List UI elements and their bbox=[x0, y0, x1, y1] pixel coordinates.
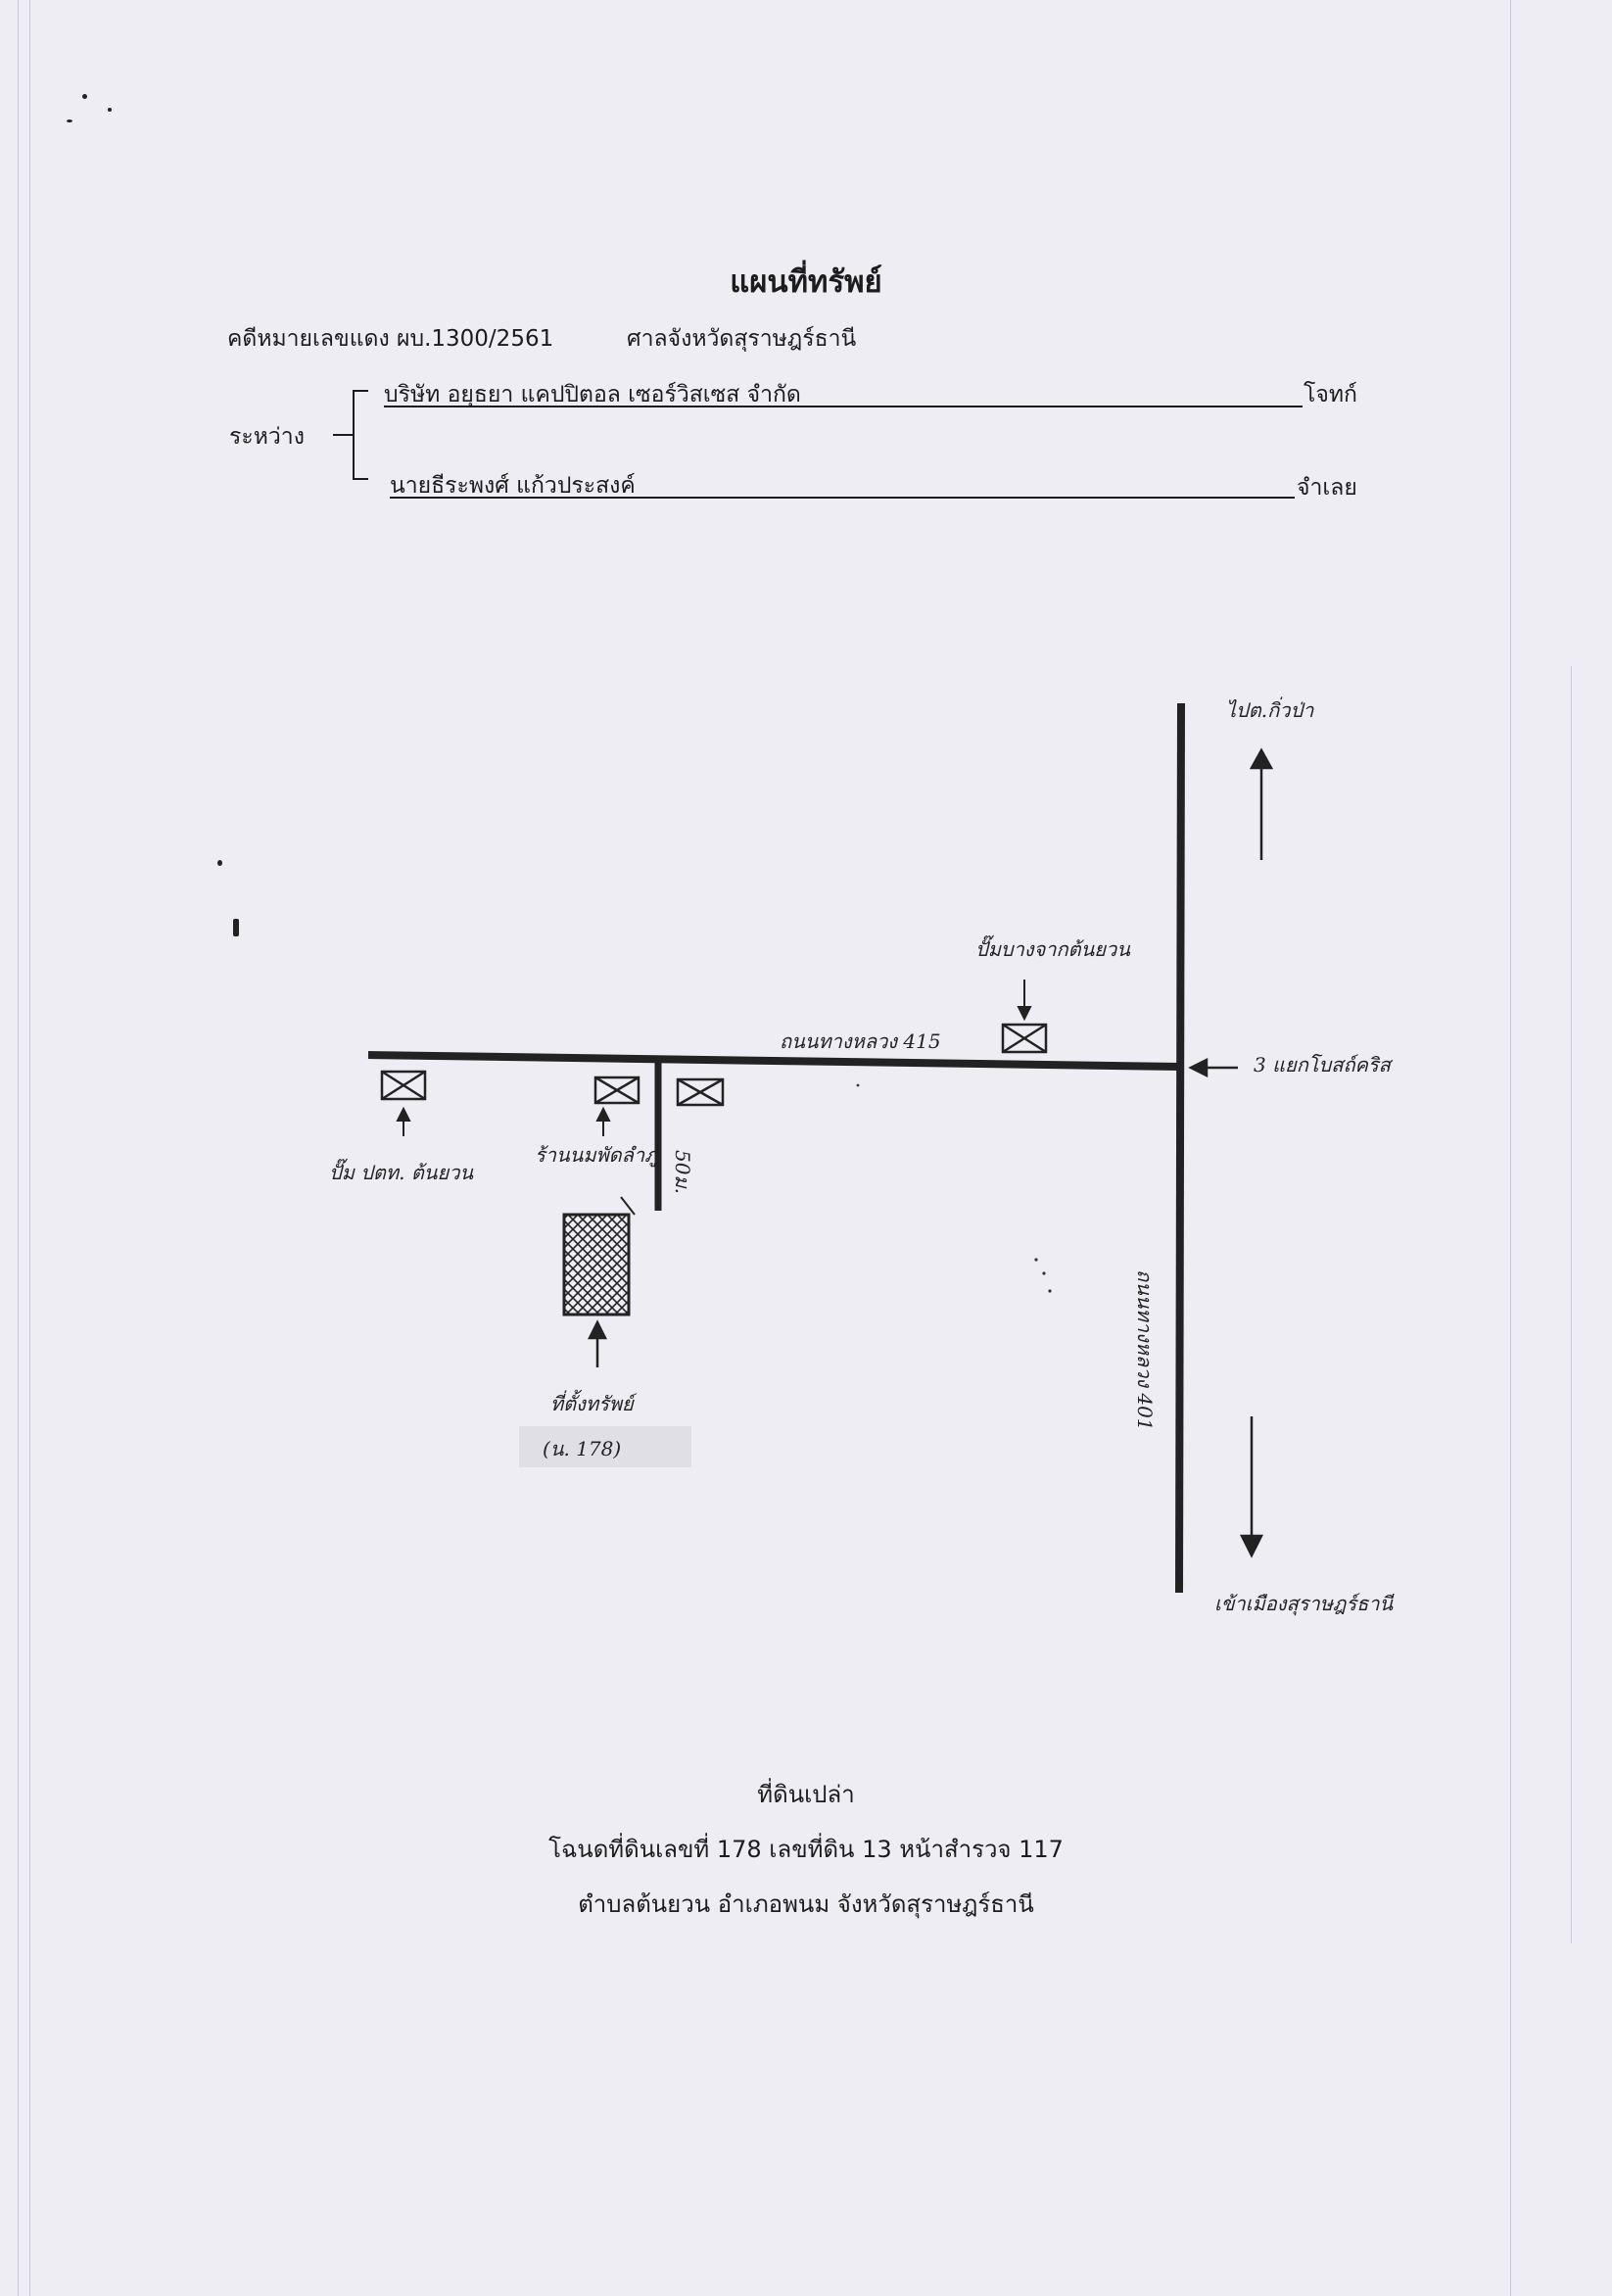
farm-label: ร้านนมพัดลำภู bbox=[535, 1143, 659, 1168]
farm-marker bbox=[593, 1076, 640, 1105]
deed-details: โฉนดที่ดินเลขที่ 178 เลขที่ดิน 13 หน้าสำ… bbox=[548, 1836, 1064, 1863]
property-label: ที่ตั้งทรัพย์ bbox=[550, 1389, 638, 1415]
scan-speck bbox=[233, 919, 239, 936]
north-arrow bbox=[1249, 747, 1274, 860]
defendant-underline bbox=[390, 497, 1295, 499]
property-parcel bbox=[562, 1213, 631, 1316]
defendant-role: จำเลย bbox=[1297, 475, 1357, 501]
north-destination-label: ไปต.กิ่วป่า bbox=[1226, 696, 1314, 722]
junction-arrow bbox=[1188, 1057, 1238, 1078]
gas-station-label: ปั๊มบางจากต้นยวน bbox=[975, 934, 1131, 961]
party-bracket bbox=[353, 478, 368, 480]
road-north-south-label: ถนนทางหลวง 401 bbox=[1133, 1269, 1157, 1431]
property-location: ตำบลต้นยวน อำเภอพนม จังหวัดสุราษฎร์ธานี bbox=[578, 1890, 1034, 1918]
scan-speck bbox=[108, 108, 112, 112]
highway-east-west bbox=[367, 1051, 1182, 1071]
plaintiff-underline bbox=[384, 406, 1303, 407]
property-arrow bbox=[587, 1319, 608, 1367]
case-number: คดีหมายเลขแดง ผบ.1300/2561 bbox=[227, 326, 554, 352]
party-bracket bbox=[353, 390, 368, 392]
shop-marker bbox=[380, 1070, 427, 1101]
lane-distance-label: 50ม. bbox=[671, 1150, 694, 1194]
scan-speck bbox=[1042, 1271, 1046, 1275]
scan-speck bbox=[1048, 1289, 1052, 1293]
farm-arrow bbox=[595, 1106, 611, 1136]
junction-label: 3 แยกโบสถ์คริส bbox=[1254, 1053, 1394, 1076]
page-edge-line bbox=[1571, 666, 1572, 1943]
highway-north-south bbox=[1175, 702, 1185, 1594]
page-edge-line bbox=[18, 0, 19, 2296]
party-bracket bbox=[333, 434, 353, 436]
scan-speck bbox=[82, 94, 87, 99]
plaintiff-role: โจทก์ bbox=[1304, 382, 1357, 407]
land-type: ที่ดินเปล่า bbox=[757, 1781, 855, 1808]
court-name: ศาลจังหวัดสุราษฎร์ธานี bbox=[627, 326, 857, 352]
property-deed-label: (น. 178) bbox=[543, 1437, 621, 1460]
scan-speck bbox=[67, 120, 72, 122]
gas-station-arrow bbox=[1017, 980, 1032, 1022]
plaintiff-name: บริษัท อยุธยา แคปปิตอล เซอร์วิสเซส จำกัด bbox=[384, 382, 801, 407]
south-arrow bbox=[1239, 1416, 1264, 1558]
page-edge-line bbox=[29, 0, 30, 2296]
gas-station-marker bbox=[1001, 1023, 1048, 1054]
page-edge-line bbox=[1510, 0, 1511, 2296]
scan-speck bbox=[1034, 1258, 1038, 1262]
building-marker bbox=[676, 1077, 725, 1107]
south-destination-label: เข้าเมืองสุราษฎร์ธานี bbox=[1214, 1592, 1395, 1616]
property-deed-highlight bbox=[519, 1426, 691, 1467]
document-title: แผนที่ทรัพย์ bbox=[730, 264, 882, 300]
road-east-west-label: ถนนทางหลวง 415 bbox=[780, 1029, 941, 1053]
party-bracket bbox=[353, 390, 355, 480]
between-label: ระหว่าง bbox=[229, 424, 305, 450]
shop-arrow bbox=[396, 1106, 411, 1136]
scan-speck bbox=[217, 860, 222, 866]
lane-tick bbox=[620, 1196, 636, 1216]
scan-speck bbox=[856, 1083, 860, 1087]
shop-label: ปั๊ม ปตท. ต้นยวน bbox=[329, 1158, 474, 1184]
defendant-name: นายธีระพงศ์ แก้วประสงค์ bbox=[390, 473, 636, 499]
